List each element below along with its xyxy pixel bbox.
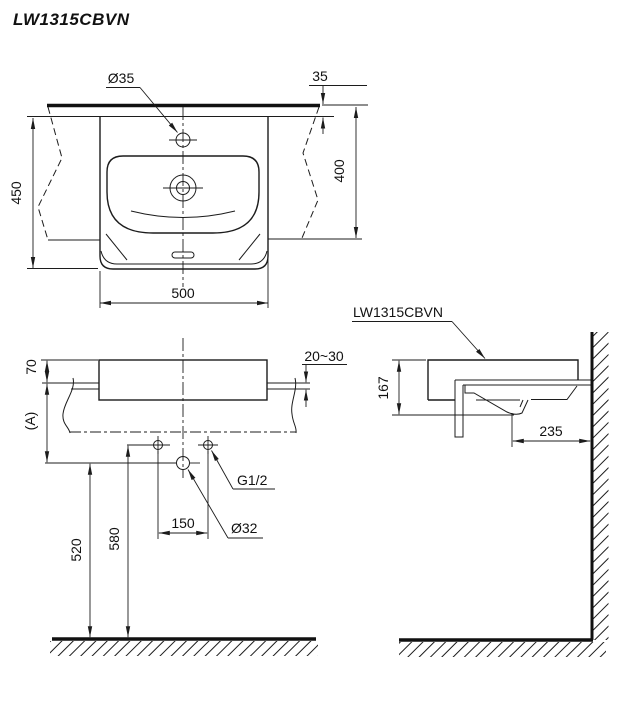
break-squiggle-left	[62, 377, 74, 434]
rim-offset-label: 35	[312, 68, 328, 84]
break-line-right	[301, 106, 320, 239]
dim-counter-depth: 400	[331, 107, 359, 238]
basin-side-outline	[427, 359, 579, 400]
supply-height-label: 580	[106, 527, 122, 551]
dim-basin-height: 167	[375, 359, 514, 416]
dim-faucet-dia: Ø35	[106, 70, 178, 133]
rim-above-counter-label: 70	[23, 359, 39, 375]
supply-pitch-label: 150	[171, 515, 195, 531]
drain-to-wall-label: 235	[539, 423, 563, 439]
basin-outline	[99, 116, 269, 270]
basin-depth-label: 450	[8, 181, 24, 205]
basin-rim-inner-line	[100, 250, 268, 265]
slope-line-right	[238, 233, 261, 261]
dim-drain-to-wall: 235	[511, 413, 591, 447]
break-line-left	[37, 106, 63, 241]
front-view-drawing: 70 (A) 20~30 520 580 150	[22, 338, 347, 656]
floor-hatch-side	[399, 642, 606, 657]
floor-front	[50, 637, 318, 656]
floor-hatch-front	[50, 641, 318, 656]
dim-rim-offset: 35	[309, 68, 368, 134]
dim-reference-height: (A)	[22, 383, 50, 463]
callout-model: LW1315CBVN	[352, 304, 486, 359]
drain-dia-label: Ø32	[231, 520, 258, 536]
dim-supply-height: 580	[106, 445, 131, 638]
callout-drain-dia: Ø32	[187, 469, 263, 539]
reference-height-label: (A)	[22, 412, 38, 431]
model-label: LW1315CBVN	[353, 304, 443, 320]
break-squiggle-right	[291, 377, 297, 434]
counter-thickness-label: 20~30	[304, 348, 344, 364]
bracket-leg	[454, 380, 464, 438]
slope-line-left	[105, 233, 128, 261]
floor-side	[399, 638, 606, 657]
bowl-underside	[464, 385, 578, 415]
dim-supply-pitch: 150	[157, 451, 209, 539]
bowl-opening-outline	[106, 155, 260, 234]
wall	[590, 332, 609, 640]
callout-supply-thread: G1/2	[211, 450, 275, 490]
dim-rim-above-counter: 70	[23, 359, 98, 383]
top-view-drawing: Ø35 35 400 450 500	[8, 68, 368, 308]
dim-basin-width: 500	[99, 242, 269, 308]
page-title: LW1315CBVN	[13, 10, 130, 29]
dim-drain-height: 520	[68, 463, 93, 638]
counter-depth-label: 400	[331, 159, 347, 183]
faucet-dia-label: Ø35	[108, 70, 135, 86]
basin-height-label: 167	[375, 376, 391, 400]
wall-hatch	[593, 332, 609, 640]
basin-width-label: 500	[171, 285, 195, 301]
drain-height-label: 520	[68, 538, 84, 562]
drain-outlet	[176, 456, 200, 470]
dim-basin-depth: 450	[8, 118, 98, 269]
side-view-drawing: LW1315CBVN	[352, 304, 609, 657]
supply-thread-label: G1/2	[237, 472, 268, 488]
dim-counter-thickness: 20~30	[302, 348, 347, 407]
